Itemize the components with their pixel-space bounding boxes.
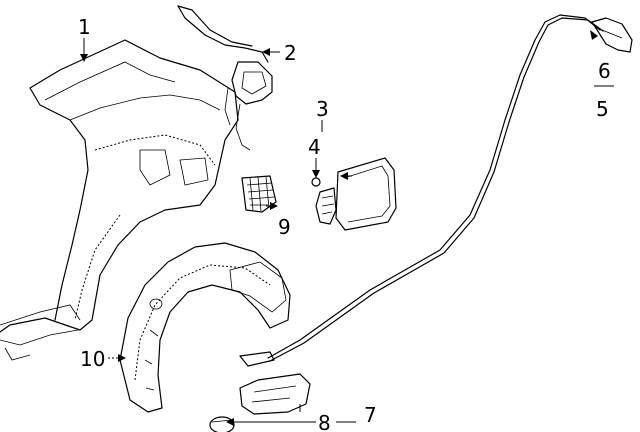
callout-2: 2 [284, 41, 297, 65]
callout-9: 9 [278, 215, 291, 239]
leader-lines [80, 30, 614, 426]
callout-6: 6 [598, 59, 611, 83]
callout-10: 10 [80, 347, 105, 371]
fuel-filler-door [315, 157, 397, 231]
callout-8: 8 [318, 411, 331, 432]
release-handle [209, 373, 311, 432]
callout-1: 1 [78, 15, 91, 39]
callout-5: 5 [596, 97, 609, 121]
upper-bracket [177, 5, 273, 151]
quarter-panel [0, 39, 239, 361]
fastener [311, 177, 321, 187]
release-cable [239, 14, 633, 367]
vent-grille [241, 175, 277, 213]
callout-3: 3 [316, 97, 329, 121]
wheel-house-liner [119, 242, 291, 413]
callout-4: 4 [308, 135, 321, 159]
callout-7: 7 [364, 403, 377, 427]
